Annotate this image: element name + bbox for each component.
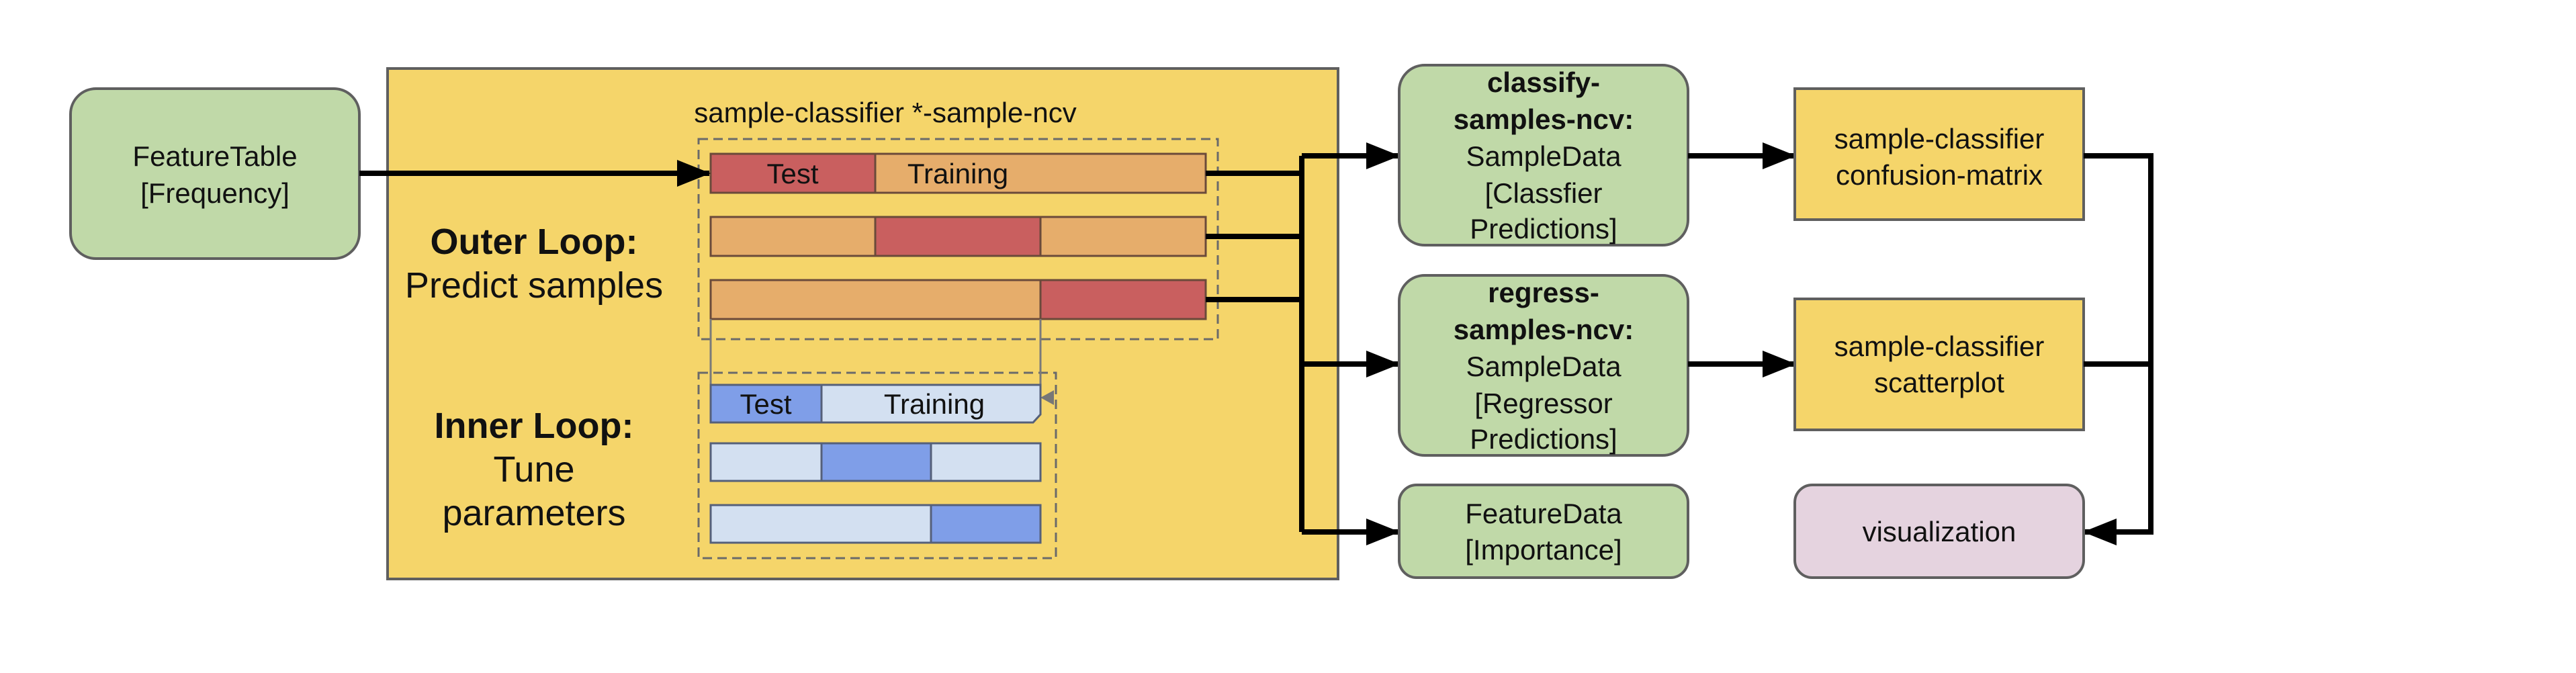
- regress-desc-line2: Predictions]: [1470, 423, 1617, 455]
- outer-loop-title: Outer Loop:: [431, 222, 638, 262]
- inner-fold-3: [709, 504, 1042, 544]
- sample-classifier-ncv-box: sample-classifier *-sample-ncv Outer Loo…: [386, 67, 1339, 580]
- inner-folds-group: [697, 371, 1057, 559]
- scatter-line1: sample-classifier: [1834, 330, 2045, 362]
- process-title: sample-classifier *-sample-ncv: [694, 97, 1076, 128]
- scatterplot-node: sample-classifier scatterplot: [1793, 298, 2085, 431]
- outer-test-label: Test: [766, 158, 818, 189]
- regress-desc-line1: [Regressor: [1474, 388, 1612, 419]
- outer-loop-subtitle: Predict samples: [405, 265, 663, 306]
- regress-samples-ncv-node: regress- samples-ncv: SampleData [Regres…: [1398, 274, 1689, 457]
- inner-loop-subtitle-line2: parameters: [442, 493, 625, 533]
- regress-type: SampleData: [1466, 351, 1622, 382]
- inner-loop-title: Inner Loop:: [435, 406, 634, 446]
- outer-fold-1: Test Training: [709, 152, 1207, 194]
- inner-fold-2: [709, 442, 1042, 482]
- feature-table-type: [Frequency]: [140, 177, 290, 209]
- inner-fold-1: Test Training: [709, 384, 1042, 424]
- outer-fold-2: [709, 216, 1207, 257]
- classify-title-line2: samples-ncv:: [1454, 103, 1634, 135]
- classify-title-line1: classify-: [1487, 66, 1600, 98]
- visualization-label: visualization: [1863, 516, 2016, 547]
- inner-training-label: Training: [884, 388, 985, 420]
- regress-title-line1: regress-: [1488, 277, 1599, 308]
- outer-training-label: Training: [907, 158, 1008, 189]
- feature-table-title: FeatureTable: [132, 140, 297, 172]
- confusion-line2: confusion-matrix: [1836, 159, 2043, 191]
- inner-loop-subtitle-line1: Tune: [493, 449, 574, 490]
- confusion-matrix-node: sample-classifier confusion-matrix: [1793, 87, 2085, 221]
- confusion-line1: sample-classifier: [1834, 123, 2045, 154]
- classify-type: SampleData: [1466, 140, 1622, 172]
- classify-desc-line2: Predictions]: [1470, 213, 1617, 244]
- feature-importance-desc: [Importance]: [1465, 534, 1622, 566]
- classify-desc-line1: [Classfier: [1484, 177, 1602, 209]
- feature-importance-node: FeatureData [Importance]: [1398, 484, 1689, 579]
- regress-title-line2: samples-ncv:: [1454, 314, 1634, 345]
- outer-fold-3: [709, 279, 1207, 320]
- outer-folds-group: [697, 138, 1219, 341]
- inner-test-label: Test: [740, 388, 791, 420]
- classify-samples-ncv-node: classify- samples-ncv: SampleData [Class…: [1398, 64, 1689, 246]
- visualization-node: visualization: [1793, 484, 2085, 579]
- feature-importance-type: FeatureData: [1465, 498, 1622, 529]
- feature-table-node: FeatureTable [Frequency]: [69, 87, 361, 260]
- scatter-line2: scatterplot: [1874, 367, 2004, 398]
